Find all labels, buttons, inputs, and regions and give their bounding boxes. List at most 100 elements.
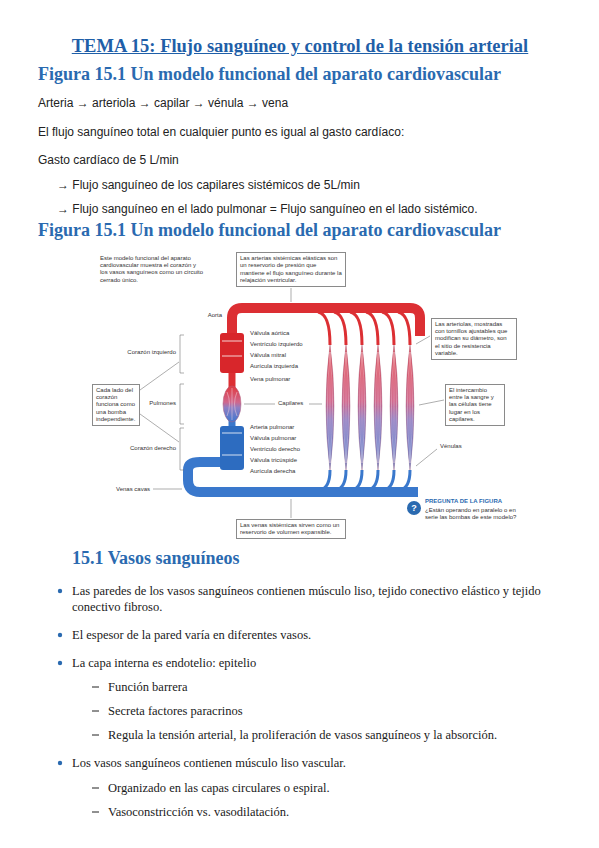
leader-line	[140, 414, 179, 442]
body-text: → Flujo sanguíneo de los capilares sisté…	[57, 178, 360, 192]
leader-line	[291, 499, 292, 518]
capillary-bed	[326, 345, 334, 470]
lung-capillary-net	[227, 388, 237, 420]
part-label: Corazón derecho	[130, 445, 176, 452]
bullet	[58, 661, 62, 665]
venule	[384, 470, 394, 490]
body-text: El flujo sanguíneo total en cualquier pu…	[38, 125, 404, 139]
callout-text: Las arteriolas, mostradas con tornillos …	[435, 321, 513, 357]
venule	[352, 470, 362, 490]
dash	[92, 812, 99, 813]
capillary-bed	[374, 345, 382, 470]
section-heading: Figura 15.1 Un modelo funcional del apar…	[38, 64, 501, 85]
venule	[336, 470, 346, 490]
capillary-line	[378, 352, 379, 463]
right-heart	[220, 426, 244, 470]
part-label: Vénulas	[440, 443, 462, 450]
leader-line	[416, 336, 430, 344]
systemic-capillary-beds	[318, 312, 414, 490]
aortic-valve	[222, 341, 242, 342]
dash	[92, 788, 99, 789]
bracket	[180, 384, 184, 424]
capillary-line	[360, 352, 363, 463]
leader-line	[309, 404, 322, 405]
bullet	[58, 761, 62, 765]
leader-line	[416, 449, 437, 466]
callout-text: Las arterias sistémicas elásticas son un…	[240, 255, 342, 284]
part-label: Ventrículo derecho	[250, 446, 300, 453]
sub-bullet-text: Función barrera	[108, 679, 187, 695]
bracket	[180, 428, 184, 470]
bullet-text: Los vasos sanguíneos contienen músculo l…	[72, 755, 346, 771]
dash	[92, 711, 99, 712]
part-label: Pulmones	[149, 400, 176, 407]
callout-text: El intercambio entre la sangre y las cél…	[449, 387, 501, 423]
question-text: ¿Están operando en paralelo o en serie l…	[425, 507, 517, 521]
capillary-line	[394, 352, 397, 463]
bullet	[58, 589, 62, 593]
part-label: Vena pulmonar	[250, 376, 290, 383]
leader-line	[244, 404, 275, 405]
part-label: Aurícula izquierda	[250, 363, 298, 370]
capillary-line	[394, 352, 395, 463]
bullet-text: La capa interna es endotelio: epitelio	[72, 655, 256, 671]
left-heart	[220, 333, 244, 373]
part-label: Válvula pulmonar	[250, 435, 296, 442]
capillary-bed	[390, 345, 398, 470]
arteriole	[366, 312, 378, 345]
sub-bullet-text: Vasoconstricción vs. vasodilatación.	[108, 804, 289, 820]
capillary-line	[362, 352, 363, 463]
leader-line	[419, 400, 444, 405]
capillary-line	[330, 352, 333, 463]
capillary-line	[408, 352, 411, 463]
callout-text: Cada lado del corazón funciona como una …	[96, 387, 136, 423]
arteriole	[334, 312, 346, 345]
question-icon	[407, 501, 421, 515]
capillary-line	[362, 352, 365, 463]
section-heading: Figura 15.1 Un modelo funcional del apar…	[38, 220, 501, 241]
capillary-line	[346, 352, 347, 463]
callout-box: Las arterias sistémicas elásticas son un…	[236, 252, 346, 287]
capillary-line	[328, 352, 331, 463]
dash	[92, 687, 99, 688]
venule	[368, 470, 378, 490]
sub-bullet-text: Secreta factores paracrinos	[108, 703, 243, 719]
part-label: Aorta	[208, 312, 222, 319]
callout-box: Cada lado del corazón funciona como una …	[92, 384, 140, 426]
capillary-bed	[406, 345, 414, 470]
capillary-line	[410, 352, 411, 463]
capillary-line	[410, 352, 413, 463]
capillary-line	[378, 352, 381, 463]
callout-text: Las venas sistémicas sirven como un rese…	[240, 522, 342, 536]
part-label: Arteria pulmonar	[250, 424, 294, 431]
sub-bullet-text: Organizado en las capas circulares o esp…	[108, 780, 330, 796]
arteriole	[398, 312, 410, 345]
part-label: Válvula aórtica	[250, 330, 289, 337]
bullet	[58, 633, 62, 637]
capillary-line	[392, 352, 395, 463]
question-heading: PREGUNTA DE LA FIGURA	[425, 498, 502, 505]
leader-line	[140, 362, 179, 390]
arteriole	[318, 312, 330, 345]
tricuspid-valve	[222, 455, 242, 456]
part-label: Corazón izquierdo	[127, 349, 176, 356]
part-label: Capilares	[278, 400, 303, 407]
lung-capillaries	[223, 386, 241, 422]
callout-box: Las arteriolas, mostradas con tornillos …	[431, 318, 517, 360]
body-text: Arteria → arteriola → capilar → vénula →…	[38, 96, 288, 110]
capillary-bed	[358, 345, 366, 470]
capillary-line	[346, 352, 349, 463]
bullet-text: Las paredes de los vasos sanguíneos cont…	[72, 583, 562, 615]
capillary-bed	[342, 345, 350, 470]
leader-line	[291, 288, 292, 302]
body-text: → Flujo sanguíneo en el lado pulmonar = …	[57, 202, 478, 216]
page-title: TEMA 15: Flujo sanguíneo y control de la…	[72, 36, 529, 57]
part-label: Aurícula derecha	[250, 468, 295, 475]
arteriole	[382, 312, 394, 345]
figure-intro: Este modelo funcional del aparato cardio…	[100, 255, 205, 284]
leader-line	[153, 489, 182, 490]
sub-bullet-text: Regula la tensión arterial, la prolifera…	[108, 727, 497, 743]
question-mark: ?	[411, 503, 417, 513]
arteriole	[350, 312, 362, 345]
bracket	[180, 335, 184, 373]
